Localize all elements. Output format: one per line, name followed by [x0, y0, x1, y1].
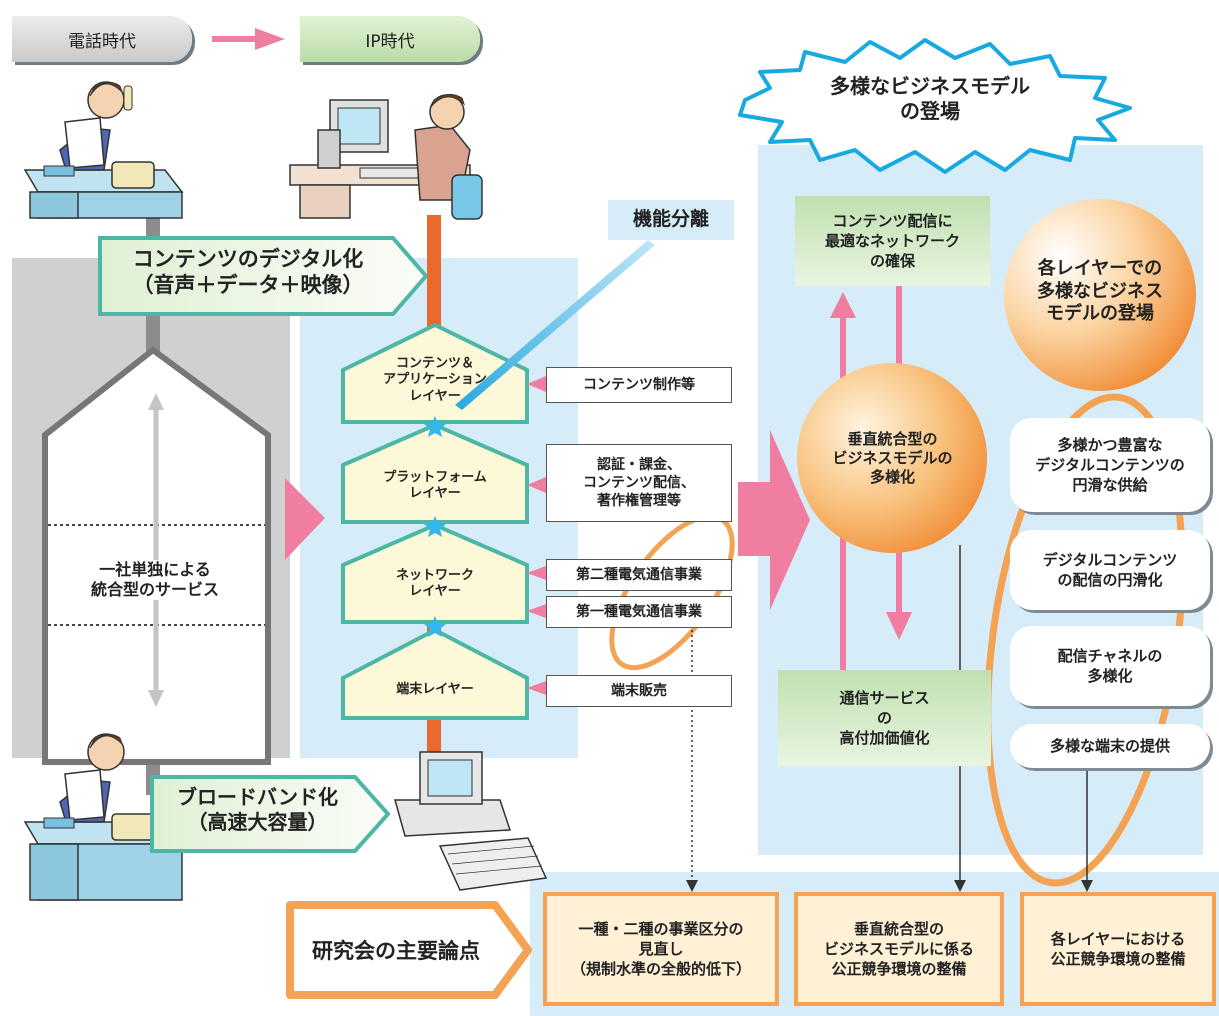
- green-optimal-network: コンテンツ配信に 最適なネットワーク の確保: [795, 196, 990, 286]
- issue-layer-competition: 各レイヤーにおける 公正競争環境の整備: [1020, 892, 1216, 1006]
- pill-channel-diversification: 配信チャネルの 多様化: [1010, 626, 1210, 706]
- broadband-text: ブロードバンド化 （高速大容量）: [177, 785, 338, 834]
- layer-house-1: [341, 322, 529, 424]
- key-issues-arrow: [286, 901, 532, 999]
- layer-house-3: [341, 522, 529, 624]
- up-arrow: [148, 393, 164, 410]
- vertical-integration-orb: [797, 363, 987, 553]
- separator-star-1: [424, 416, 446, 437]
- business-platform-services: 認証・課金、 コンテンツ配信、 著作権管理等: [546, 444, 732, 522]
- issue-vertical-integration-competition: 垂直統合型の ビジネスモデルに係る 公正競争環境の整備: [794, 892, 1004, 1006]
- phone-user-bottom-illustration: [23, 733, 184, 901]
- separation-label: 機能分離: [608, 200, 734, 240]
- pill-terminal-provision: 多様な端末の提供: [1010, 724, 1210, 768]
- layer-label-terminal: 端末レイヤー: [396, 682, 474, 697]
- issue-business-category-review: 一種・二種の事業区分の 見直し （規制水準の全般的低下）: [543, 892, 779, 1006]
- tab-ip-era: IP時代: [300, 16, 480, 62]
- layer-house-4: [341, 627, 529, 720]
- vertical-integration-text: 垂直統合型の ビジネスモデルの 多様化: [832, 430, 953, 486]
- separator-star-3: [424, 616, 446, 637]
- pill-distribution-smoothing: デジタルコンテンツ の配信の円滑化: [1010, 530, 1210, 610]
- business-type1-telecom: 第一種電気通信事業: [546, 596, 732, 628]
- down-arrow: [148, 690, 164, 707]
- computer-illustration: [394, 751, 548, 891]
- business-content-production: コンテンツ制作等: [546, 367, 732, 403]
- business-terminal-sales: 端末販売: [546, 675, 732, 707]
- layer-house-2: [341, 422, 529, 524]
- key-issues-label: 研究会の主要論点: [312, 939, 480, 963]
- green-value-added-telecom: 通信サービス の 高付加価値化: [778, 670, 991, 766]
- burst-shape: [738, 38, 1132, 174]
- era-arrow: [255, 28, 285, 50]
- phone-era-label: 電話時代: [68, 31, 136, 52]
- integrated-service-text: 一社単独による 統合型のサービス: [55, 560, 255, 600]
- digitalization-arrow: コンテンツのデジタル化 （音声＋データ＋映像）: [98, 236, 428, 316]
- phone-user-top-illustration: [23, 81, 184, 219]
- tab-phone-era: 電話時代: [12, 16, 192, 62]
- layer-label-network: ネットワーク レイヤー: [395, 568, 474, 600]
- separation-beam: [455, 240, 655, 410]
- network-ring: [609, 513, 735, 671]
- business-type2-telecom: 第二種電気通信事業: [546, 559, 732, 591]
- ip-era-label: IP時代: [365, 31, 415, 52]
- layer-business-orb: [1004, 199, 1196, 391]
- separator-star-2: [424, 516, 446, 537]
- burst-title: 多様なビジネスモデル の登場: [830, 74, 1030, 123]
- pc-user-illustration: [289, 94, 483, 220]
- layer-business-text: 各レイヤーでの 多様なビジネス モデルの登場: [1037, 258, 1163, 324]
- digitalization-text: コンテンツのデジタル化 （音声＋データ＋映像）: [132, 247, 364, 298]
- pill-content-supply: 多様かつ豊富な デジタルコンテンツの 円滑な供給: [1010, 418, 1210, 512]
- broadband-arrow: ブロードバンド化 （高速大容量）: [150, 775, 390, 853]
- layer-label-content-application: コンテンツ＆ アプリケーション レイヤー: [383, 356, 487, 404]
- transition-triangle: [285, 478, 325, 560]
- layer-label-platform: プラットフォーム レイヤー: [383, 470, 487, 502]
- big-right-arrow: [738, 430, 810, 610]
